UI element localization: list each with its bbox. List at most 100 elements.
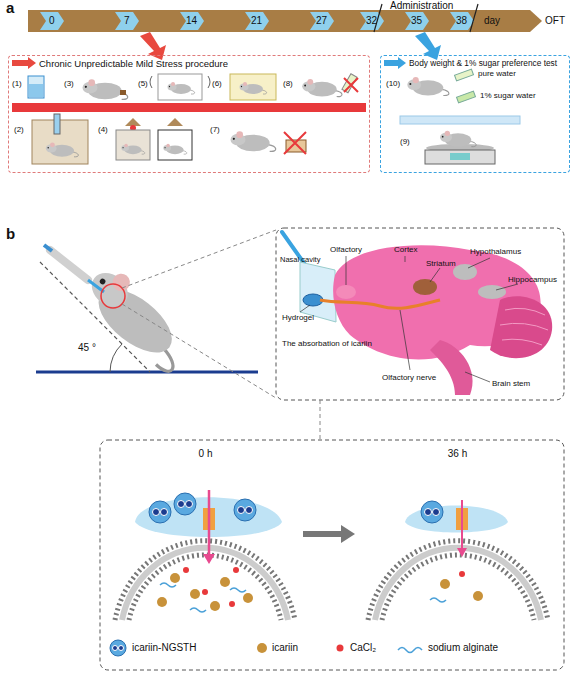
- stress-icons: [158, 74, 202, 100]
- absorption-panel: [186, 501, 193, 508]
- brain-region-label: Olfactory nerve: [382, 374, 436, 383]
- brain-inset: [300, 262, 336, 322]
- stress-procedure-box: Chronic Unpredictable Mild Stress proced…: [8, 55, 370, 173]
- day-number: 27: [316, 15, 327, 26]
- absorption-panel: [157, 573, 253, 611]
- absorption-panel: [202, 589, 208, 595]
- angle-label: 45 °: [78, 342, 96, 353]
- absorption-panel: [459, 571, 465, 577]
- absorption-panel: [421, 501, 443, 523]
- timeline-arrow: [28, 10, 542, 32]
- absorption-panel: [183, 567, 189, 573]
- test-icons: [455, 69, 474, 81]
- brain-region-label: Hippocampus: [508, 276, 557, 285]
- brain-inset: [336, 285, 356, 299]
- brain-inset: [468, 258, 490, 268]
- mouse-administration: [44, 245, 52, 251]
- stress-icons: [158, 130, 192, 160]
- brain-inset: [500, 308, 548, 345]
- mouse-administration: [122, 304, 276, 398]
- step-number: (3): [64, 80, 74, 89]
- absorption-panel: [203, 554, 215, 564]
- day-number: 0: [49, 15, 55, 26]
- brain-region-label: Cortex: [394, 246, 418, 255]
- day-number: 32: [366, 15, 377, 26]
- node-heading: 36 h: [355, 448, 560, 460]
- absorption-panel: [425, 509, 432, 516]
- mouse-administration: [122, 230, 276, 288]
- test-icons: [407, 77, 449, 95]
- test-icons: [400, 116, 520, 124]
- step-number: (6): [212, 80, 222, 89]
- test-icons: [457, 91, 476, 103]
- absorption-panel: [208, 490, 211, 556]
- absorption-panel: [149, 501, 171, 523]
- stress-icons: [284, 132, 306, 154]
- absorption-panel: [430, 598, 446, 602]
- test-icons: [440, 131, 476, 147]
- absorption-panel: [100, 440, 564, 670]
- brain-region-label: Hydrogel: [282, 314, 314, 323]
- brain-inset: [453, 264, 477, 280]
- stress-icons: [231, 131, 276, 151]
- axis-unit: day: [484, 15, 500, 26]
- absorption-panel: [440, 579, 483, 601]
- absorption-panel: [170, 573, 180, 583]
- test-icons: [450, 153, 470, 160]
- stress-icons: [344, 78, 358, 92]
- brain-inset: [496, 284, 518, 290]
- stress-icons: [116, 130, 150, 160]
- stress-icons: [46, 142, 79, 156]
- legend-samples: [110, 640, 422, 656]
- legend-samples: [398, 648, 422, 653]
- day-number: 38: [456, 15, 467, 26]
- timeline-arrow: [115, 12, 139, 30]
- brain-inset: [320, 300, 440, 308]
- absorption-panel: [157, 597, 167, 607]
- later-state-scene: 36 h: [355, 448, 560, 620]
- timeline-arrow: [180, 12, 204, 30]
- absorption-panel: [122, 548, 288, 620]
- brain-inset: [400, 310, 410, 370]
- test-label: OFT: [545, 15, 565, 26]
- absorption-panel: [457, 548, 467, 557]
- absorption-panel: [153, 501, 253, 516]
- stress-icons: [125, 118, 183, 126]
- absorption-panel: [243, 593, 253, 603]
- brain-inset: [465, 372, 490, 382]
- legend-samples: [110, 640, 126, 656]
- stress-icons: [29, 84, 43, 97]
- test-arrow: [384, 57, 406, 69]
- legend-samples: [119, 646, 124, 651]
- bottle-label: 1% sugar water: [480, 92, 536, 101]
- step-number: (8): [283, 80, 293, 89]
- node-heading: 0 h: [108, 448, 303, 460]
- arrow-shaft: [303, 531, 341, 537]
- timeline-arrow: [28, 10, 542, 32]
- node-heading: Chronic Unpredictable Mild Stress proced…: [39, 59, 365, 70]
- absorption-panel: [238, 507, 245, 514]
- absorption-panel: [210, 601, 220, 611]
- brain-region-label: Hypothalamus: [470, 248, 521, 257]
- day-number: 21: [251, 15, 262, 26]
- absorption-panel: [220, 577, 230, 587]
- step-number: (1): [12, 80, 22, 89]
- absorption-panel: [246, 507, 253, 514]
- mouse-administration: [76, 261, 201, 375]
- stress-icons: [163, 144, 187, 154]
- absorption-panel: [368, 541, 548, 620]
- legend-samples: [257, 643, 267, 653]
- stress-icons: [230, 74, 276, 100]
- day-number: 7: [124, 15, 130, 26]
- arrow-head: [341, 525, 355, 543]
- absorption-panel: [149, 493, 256, 523]
- legend-text: icariin-NGSTH: [132, 642, 196, 653]
- administration-bracket: [470, 4, 478, 32]
- day-number: 35: [411, 15, 422, 26]
- mouse-administration: [88, 280, 104, 292]
- brain-inset: [320, 400, 321, 440]
- timeline-arrow: [245, 12, 269, 30]
- brain-inset: [346, 256, 347, 285]
